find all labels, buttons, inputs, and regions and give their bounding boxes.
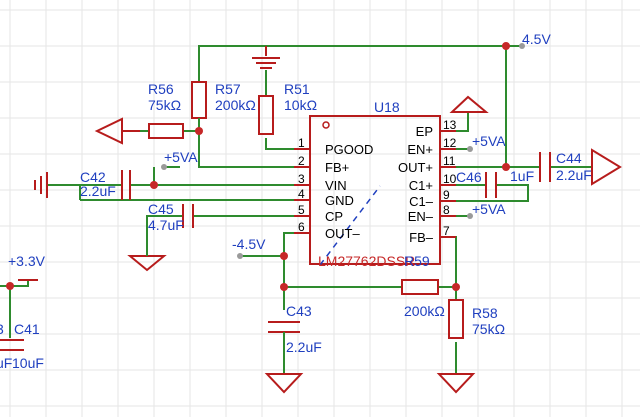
ground-ep [449,95,489,113]
r59-ref: R59 [404,253,430,269]
pin-number: 13 [443,118,457,132]
ground-r58 [436,373,476,394]
r51-value: 10kΩ [284,97,317,113]
capacitor-c43[interactable]: C43 2.2uF [268,303,322,355]
r56-value: 75kΩ [148,97,181,113]
wire-node-fbp [198,131,310,168]
c45-value: 4.7uF [148,217,184,233]
svg-text:3: 3 [0,321,4,337]
pin-number: 12 [443,136,457,150]
pin-name: CP [325,209,343,224]
c46-ref: C46 [456,169,482,185]
pin-name: EN– [408,209,434,224]
resistor-r58[interactable]: R58 75kΩ [448,299,505,339]
pin-number: 4 [298,187,305,201]
u18-part: LM27762DSSR [318,253,415,269]
ground-c43 [264,373,304,394]
ic-pins-right: 13 EP 12 EN+ 11 OUT+ 10 C1+ 9 C1– 8 EN– 7 FB– [398,118,457,245]
r57-ref: R57 [215,81,241,97]
r51-body [258,95,274,135]
r59-body [401,279,439,295]
ground-c45 [127,255,167,272]
ic-u18[interactable]: U18 LM27762DSSR [309,99,441,269]
pin-number: 10 [443,172,457,186]
c46-value: 1uF [510,168,534,184]
ic-probe-line [319,185,381,266]
c41-value: 10uF [12,355,44,371]
pin-number: 5 [298,203,305,217]
pin-name: C1+ [409,178,433,193]
pin-number: 11 [443,154,456,168]
c44-ref: C44 [556,150,582,166]
pin-number: 6 [298,220,305,234]
r58-body [448,299,464,339]
capacitor-c42[interactable]: C42 2.2uF [80,169,131,200]
capacitor-c44[interactable]: C44 2.2uF [539,150,592,183]
pin-name: EN+ [407,142,433,157]
u18-ref: U18 [374,99,400,115]
r51-ref: R51 [284,81,310,97]
net-label-5va-fb: +5VA [164,149,198,165]
capacitor-c45[interactable]: C45 4.7uF [148,201,194,233]
pin-name: C1– [409,194,434,209]
r57-value: 200kΩ [215,97,256,113]
wire-top-rail [198,45,506,82]
pin-number: 2 [298,154,305,168]
pin-name: FB+ [325,160,349,175]
pin1-marker [322,121,330,129]
r56-body [148,123,184,139]
c42-ref: C42 [80,169,106,185]
c42-value: 2.2uF [80,183,116,199]
pin-name: PGOOD [325,142,373,157]
resistor-r59[interactable]: R59 200kΩ [401,253,445,319]
c44-value: 2.2uF [556,167,592,183]
c43-ref: C43 [286,303,312,319]
r59-value: 200kΩ [404,303,445,319]
pin-number: 7 [443,224,450,238]
wire-c46-loop [440,184,529,202]
resistor-r51[interactable]: R51 10kΩ [258,81,317,135]
pin-number: 8 [443,203,450,217]
net-arrow-c44 [591,148,622,186]
ground-left-c42 [34,172,48,198]
net-label-3v3: +3.3V [8,253,46,269]
net-label-4v5: 4.5V [522,31,551,47]
ground-top-r51 [252,46,280,69]
net-label-5va-en: +5VA [472,133,506,149]
r58-value: 75kΩ [472,321,505,337]
ic-body [309,115,441,265]
pin-number: 9 [443,188,450,202]
pin-number: 3 [298,172,305,186]
c43-value: 2.2uF [286,339,322,355]
c41-ref: C41 [14,321,40,337]
capacitor-c46[interactable]: C46 1uF [456,168,534,198]
pin-name: EP [416,124,433,139]
pin-name: OUT– [325,226,360,241]
net-label-5va-bot: +5VA [472,201,506,217]
pin-name: FB– [409,230,434,245]
net-label-neg4v5: -4.5V [232,236,266,252]
r58-ref: R58 [472,305,498,321]
wire-c45-left [146,215,183,246]
pin-name: OUT+ [398,160,433,175]
resistor-r56[interactable] [148,123,184,139]
pin-name: GND [325,193,354,208]
svg-text:uF: uF [0,355,12,371]
pin-number: 1 [298,136,305,150]
r56-ref: R56 [148,81,174,97]
resistor-r57[interactable]: R56 75kΩ R57 200kΩ [148,81,256,131]
r57-body [191,81,207,119]
c45-ref: C45 [148,201,174,217]
capacitor-c41[interactable]: C41 10uF 3 uF [0,321,44,371]
ic-pins-left: 1 PGOOD 2 FB+ 3 VIN 4 GND 5 CP 6 OUT– [294,136,373,241]
junctions [6,42,525,291]
pin-name: VIN [325,178,347,193]
